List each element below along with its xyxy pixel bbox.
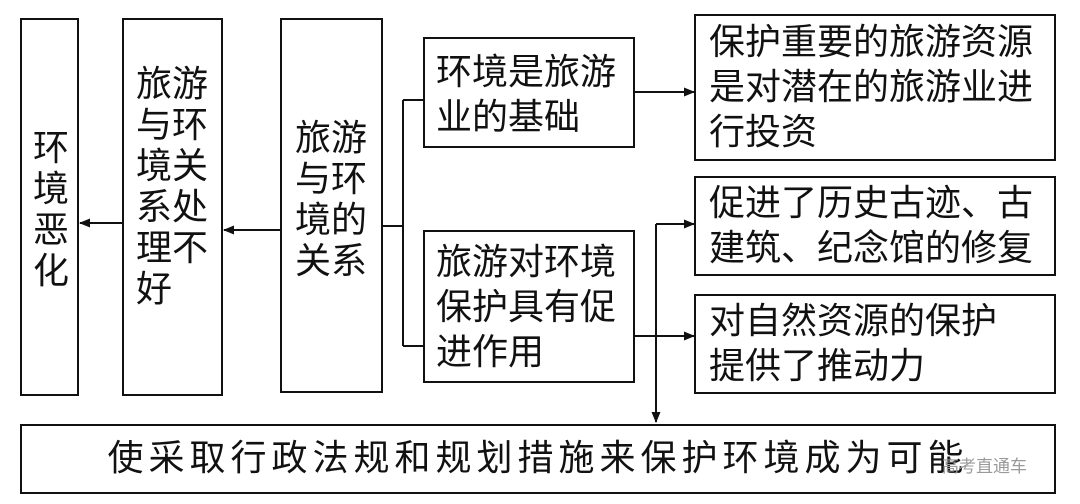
watermark-text: 高考直通车 xyxy=(942,457,1027,477)
environment-deterioration-label: 环境恶化 xyxy=(33,128,70,292)
policy-measures-box: 使采取行政法规和规划措施来保护环境成为可能 xyxy=(20,424,1056,494)
promote-heritage-restoration-box: 促进了历史古迹、古建筑、纪念馆的修复 xyxy=(694,176,1056,276)
protect-resources-investment-box: 保护重要的旅游资源是对潜在的旅游业进行投资 xyxy=(694,14,1056,161)
promote-heritage-restoration-label: 促进了历史古迹、古建筑、纪念馆的修复 xyxy=(709,183,1034,269)
poor-relationship-handling-box: 旅游与环境关系处理不好 xyxy=(122,18,223,396)
promote-nature-protection-box: 对自然资源的保护提供了推动力 xyxy=(694,294,1056,394)
environment-is-foundation-label: 环境是旅游业的基础 xyxy=(436,52,617,138)
tourism-promotes-protection-label: 旅游对环境保护具有促进作用 xyxy=(436,242,617,373)
policy-measures-label: 使采取行政法规和规划措施来保护环境成为可能 xyxy=(107,438,969,479)
poor-relationship-handling-label: 旅游与环境关系处理不好 xyxy=(136,64,209,310)
tourism-environment-relationship-box: 旅游与环境的关系 xyxy=(280,18,383,393)
environment-deterioration-box: 环境恶化 xyxy=(20,18,79,396)
promote-nature-protection-label: 对自然资源的保护提供了推动力 xyxy=(709,301,998,387)
environment-is-foundation-box: 环境是旅游业的基础 xyxy=(423,37,635,148)
tourism-environment-relationship-label: 旅游与环境的关系 xyxy=(295,118,368,282)
relationship-bracket xyxy=(383,99,423,347)
protect-resources-investment-label: 保护重要的旅游资源是对潜在的旅游业进行投资 xyxy=(709,22,1034,153)
tourism-promotes-protection-box: 旅游对环境保护具有促进作用 xyxy=(423,230,635,383)
promotion-branch-lines xyxy=(635,224,657,337)
